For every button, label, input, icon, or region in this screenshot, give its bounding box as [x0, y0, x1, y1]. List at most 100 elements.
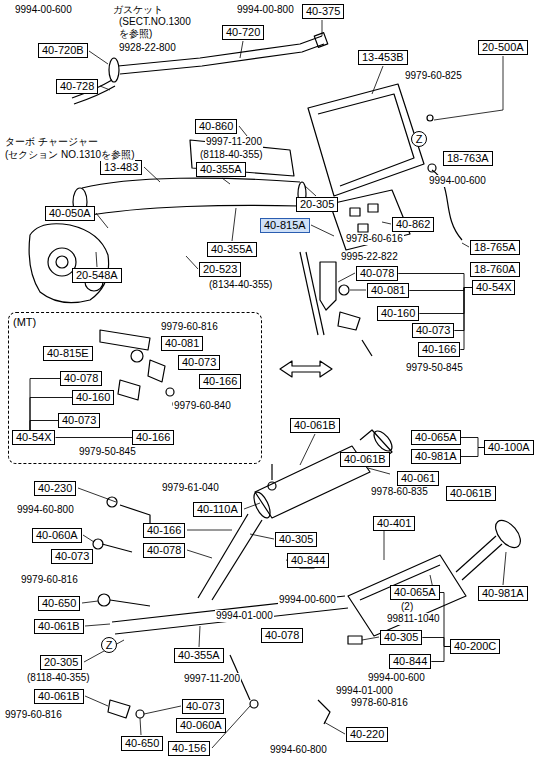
- callout-number: 9978-60-616: [345, 233, 404, 245]
- part-number: 40-061B: [344, 453, 386, 465]
- part-number-box: 40-54X: [472, 280, 515, 295]
- callout-number: 9979-60-816: [20, 574, 79, 586]
- part-number-box: 40-061B: [446, 486, 496, 501]
- part-number-box: 40-060A: [32, 528, 82, 543]
- part-number-box: 40-065A: [390, 585, 440, 600]
- callout-number: (2): [400, 601, 414, 613]
- part-number: 40-073: [182, 356, 216, 368]
- callout-number: (セクション NO.1310を参照): [4, 149, 135, 161]
- part-number: 40-061B: [38, 690, 80, 702]
- bracket-line: [422, 638, 450, 647]
- callout-number: 9979-60-840: [173, 400, 232, 412]
- part-number-box: 40-166: [143, 523, 185, 538]
- part-number-box: 40-862: [392, 217, 434, 232]
- part-number-box: 40-355A: [174, 648, 224, 663]
- part-number: 40-078: [64, 372, 98, 384]
- part-number: 40-060A: [180, 719, 222, 731]
- callout-number: 9994-60-800: [269, 744, 328, 756]
- part-number-box: 40-200C: [450, 639, 500, 654]
- bracket-line: [398, 274, 472, 288]
- part-number: 40-220: [350, 728, 384, 740]
- part-number: 40-844: [291, 554, 325, 566]
- part-number: 18-765A: [474, 241, 516, 253]
- callout-number: 9994-00-800: [236, 4, 295, 16]
- part-number: 20-500A: [482, 41, 524, 53]
- part-number: 40-078: [360, 267, 394, 279]
- part-number: 40-375: [306, 5, 340, 17]
- part-number: 40-078: [147, 544, 181, 556]
- part-number-box: 40-078: [143, 543, 185, 558]
- part-number-box: 40-844: [389, 654, 431, 669]
- part-number: 20-305: [44, 656, 78, 668]
- part-number: 40-54X: [476, 281, 511, 293]
- part-number-box: 18-765A: [470, 240, 520, 255]
- part-number: 40-54X: [16, 431, 51, 443]
- bracket-line: [461, 448, 484, 457]
- part-number: 18-763A: [447, 152, 489, 164]
- part-number: 40-061B: [294, 419, 336, 431]
- part-number: 40-073: [416, 324, 450, 336]
- callout-number: 9979-60-816: [160, 321, 219, 333]
- callout-number: 9994-60-800: [16, 504, 75, 516]
- part-number-box: 40-160: [72, 390, 114, 405]
- part-number-box: 40-728: [56, 79, 98, 94]
- part-number-box: 40-081: [367, 283, 409, 298]
- part-number-box: 40-078: [60, 371, 102, 386]
- callout-number: (8134-40-355): [208, 279, 273, 291]
- callout-number: 9994-00-600: [14, 4, 73, 16]
- part-number-box: 40-061B: [340, 452, 390, 467]
- callout-number: 9979-60-816: [4, 709, 63, 721]
- callout-number: 9994-00-600: [428, 175, 487, 187]
- part-number-box: 40-166: [418, 342, 460, 357]
- variant-region: (MT)40-815E40-08140-07840-07340-16640-16…: [8, 312, 262, 464]
- callout-number: 9978-60-816: [350, 697, 409, 709]
- part-number: 40-200C: [454, 640, 496, 652]
- part-number-box: 40-100A: [484, 440, 534, 455]
- part-number-box: 20-305: [296, 197, 338, 212]
- part-number-box: 40-54X: [12, 430, 55, 445]
- part-number: 13-483: [104, 161, 138, 173]
- part-number-box: 40-060A: [176, 718, 226, 733]
- part-number-box: 40-166: [132, 430, 174, 445]
- part-number-box: 40-981A: [478, 586, 528, 601]
- callout-number: 9979-61-040: [161, 482, 220, 494]
- part-number: 40-305: [279, 533, 313, 545]
- part-number-box: 40-050A: [45, 206, 95, 221]
- part-number-box: 40-355A: [207, 242, 257, 257]
- callout-number: ターボ チャージャー: [4, 136, 99, 148]
- part-number: 40-355A: [200, 163, 242, 175]
- callout-number: 9928-22-800: [118, 42, 177, 54]
- part-number-box: 20-500A: [478, 40, 528, 55]
- part-number-box: 40-720: [222, 25, 264, 40]
- part-number: 40-862: [396, 218, 430, 230]
- part-number: 40-815A: [264, 219, 306, 231]
- part-number-box: 40-166: [199, 374, 241, 389]
- part-number-box: 18-760A: [470, 262, 520, 277]
- callout-number: 9994-01-000: [335, 685, 394, 697]
- part-number-box: 40-156: [168, 741, 210, 756]
- part-number-box: 40-061B: [290, 418, 340, 433]
- part-number-box: 40-160: [377, 306, 419, 321]
- part-number: 40-061B: [450, 487, 492, 499]
- part-number: 40-860: [199, 120, 233, 132]
- part-number-box: 40-401: [373, 516, 415, 531]
- part-number: 20-523: [203, 263, 237, 275]
- part-number: 13-453B: [362, 51, 404, 63]
- part-number-box: 40-110A: [193, 502, 242, 517]
- part-number-box: 18-763A: [443, 151, 493, 166]
- bracket-line: [461, 438, 484, 448]
- part-number: 40-166: [147, 524, 181, 536]
- part-number: 40-720B: [42, 44, 84, 56]
- part-number: 40-355A: [211, 243, 253, 255]
- part-number: 40-061B: [38, 620, 80, 632]
- part-number: 40-650: [42, 597, 76, 609]
- part-number-box: 40-720B: [38, 43, 88, 58]
- part-number-box: 40-061B: [34, 689, 84, 704]
- region-title: (MT): [13, 316, 36, 329]
- part-number-box: 40-073: [412, 323, 454, 338]
- part-number-box: 13-483: [100, 160, 142, 175]
- part-number-box: 40-305: [380, 630, 422, 645]
- part-number: 40-166: [203, 375, 237, 387]
- part-number-box: 40-078: [261, 628, 303, 643]
- part-number: 40-815E: [47, 347, 89, 359]
